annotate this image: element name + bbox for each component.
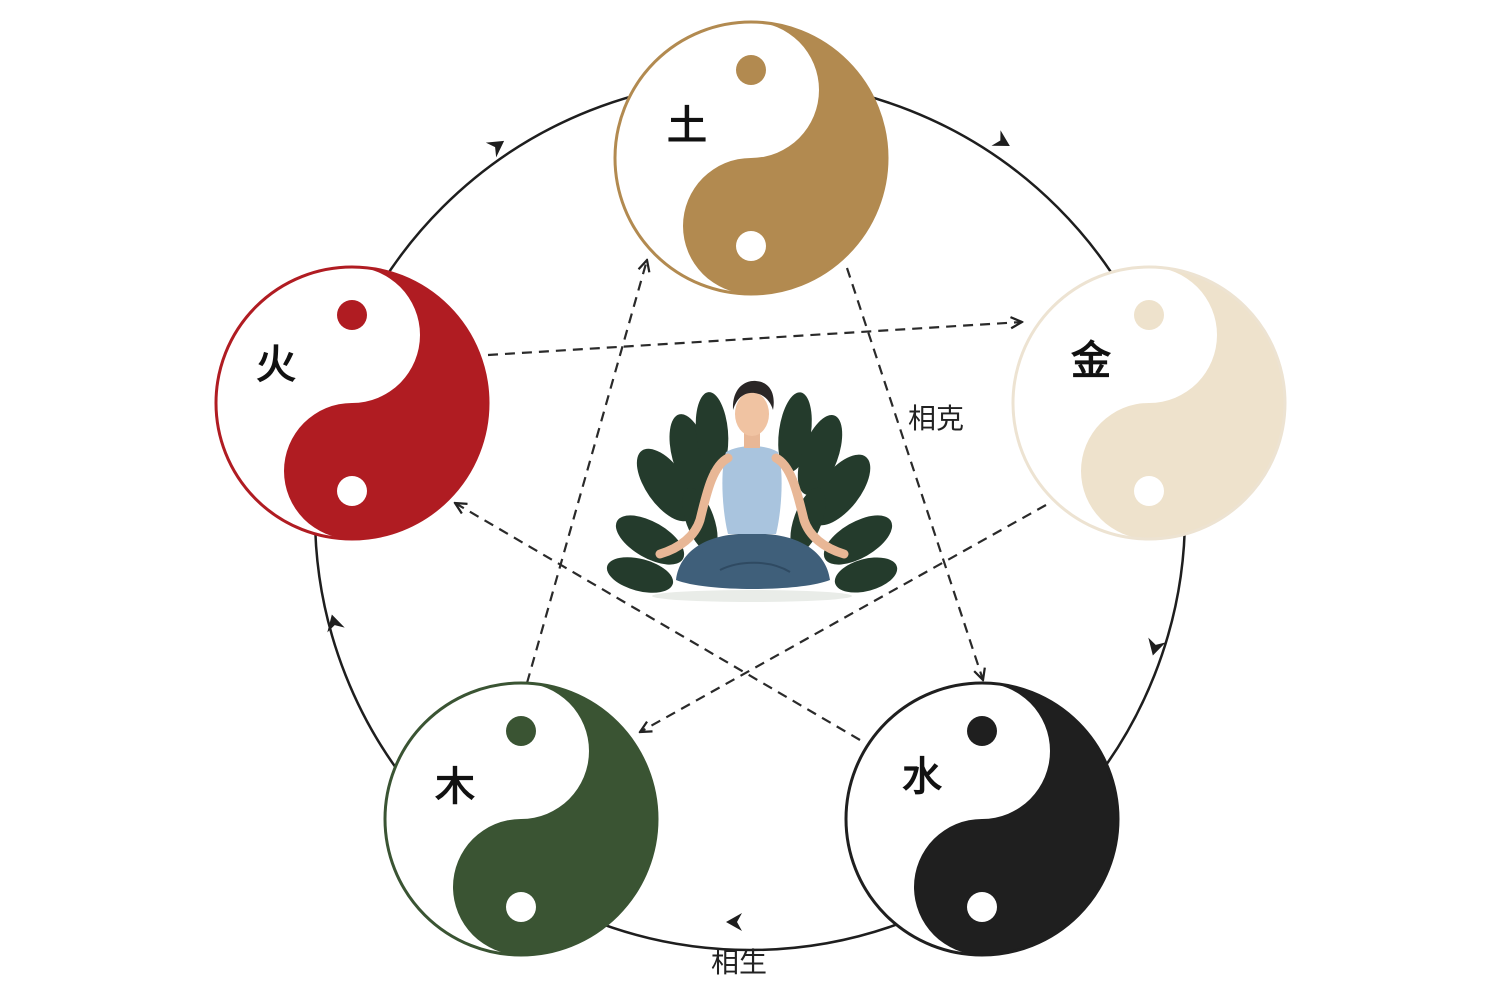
cycle-arrow-water-wood — [726, 913, 742, 931]
fire-dark-half — [284, 267, 488, 539]
metal-element: 金 — [1011, 265, 1287, 541]
water-top-dot — [967, 716, 997, 746]
fire-yin-yang-icon — [214, 265, 490, 541]
overcoming-arrows — [455, 260, 1047, 741]
torso — [722, 446, 782, 534]
overcoming-arrow-fire-metal — [487, 322, 1022, 357]
wood-bottom-dot — [506, 892, 536, 922]
metal-label: 金 — [1070, 338, 1112, 384]
generating-label: 相生 — [711, 946, 767, 979]
ground-shadow — [652, 590, 852, 602]
cycle-arrow-earth-metal — [991, 130, 1010, 146]
water-dark-half — [914, 683, 1118, 955]
cycle-arrow-wood-fire — [327, 614, 345, 633]
head — [735, 392, 769, 436]
water-label: 水 — [902, 754, 943, 800]
fire-bottom-dot — [337, 476, 367, 506]
overcoming-arrow-wood-earth — [525, 260, 647, 684]
metal-yin-yang-icon — [1011, 265, 1287, 541]
wood-top-dot — [506, 716, 536, 746]
cycle-arrow-fire-earth — [485, 140, 505, 158]
overcoming-arrow-earth-water — [845, 267, 983, 680]
earth-yin-yang-icon — [613, 20, 889, 296]
wood-element: 木 — [383, 681, 659, 957]
legs — [676, 533, 830, 589]
metal-top-dot — [1134, 300, 1164, 330]
metal-bottom-dot — [1134, 476, 1164, 506]
water-element: 水 — [844, 681, 1120, 957]
cycle-arrow-metal-water — [1148, 637, 1166, 656]
fire-top-dot — [337, 300, 367, 330]
earth-top-dot — [736, 55, 766, 85]
fire-label: 火 — [256, 342, 296, 388]
hair — [732, 380, 774, 410]
wood-label: 木 — [435, 764, 475, 810]
earth-label: 土 — [667, 103, 707, 149]
water-yin-yang-icon — [844, 681, 1120, 957]
overcoming-arrow-water-fire — [455, 503, 861, 741]
water-bottom-dot — [967, 892, 997, 922]
wood-yin-yang-icon — [383, 681, 659, 957]
earth-dark-half — [683, 22, 887, 294]
earth-bottom-dot — [736, 231, 766, 261]
wood-dark-half — [453, 683, 657, 955]
earth-element: 土 — [613, 20, 889, 296]
right-arm — [771, 453, 849, 559]
meditating-woman-icon — [606, 380, 898, 602]
fire-element: 火 — [214, 265, 490, 541]
overcoming-arrow-metal-wood — [640, 504, 1047, 732]
overcoming-label: 相克 — [908, 402, 964, 435]
metal-dark-half — [1081, 267, 1285, 539]
left-arm — [655, 453, 733, 559]
cycle-arrows — [327, 130, 1166, 931]
